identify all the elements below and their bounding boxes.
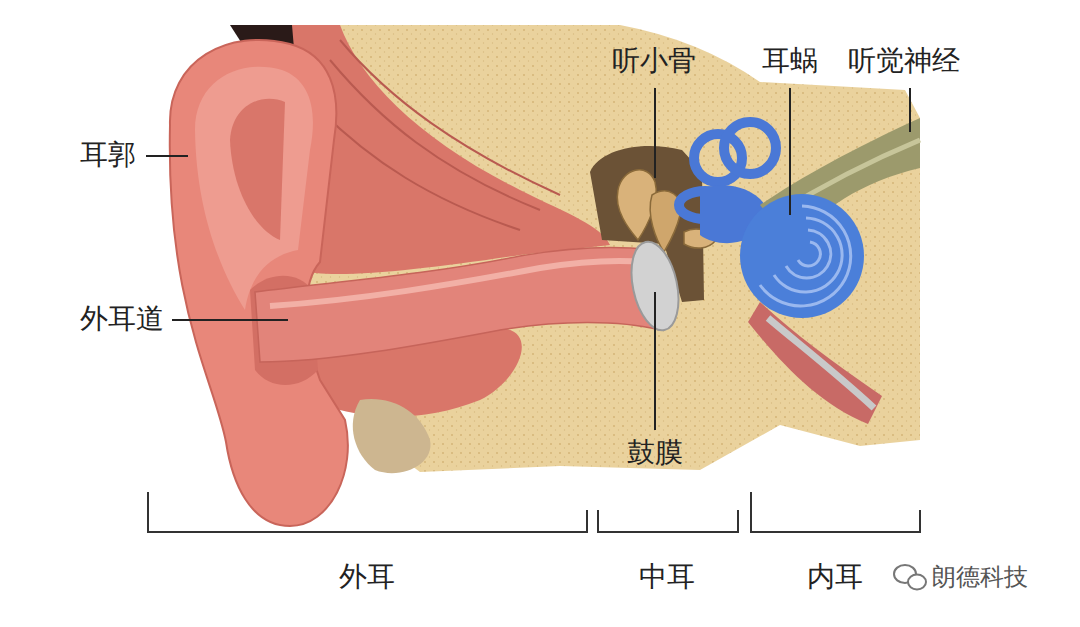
part-label: 听觉神经 <box>848 44 960 78</box>
mastoid <box>353 399 431 473</box>
eustachian-tube-wall <box>768 318 874 408</box>
region-brackets <box>148 492 920 532</box>
region-label: 中耳 <box>639 560 695 594</box>
auricle <box>170 40 348 526</box>
part-label: 外耳道 <box>80 302 164 336</box>
helix <box>195 67 313 310</box>
part-label: 鼓膜 <box>627 436 683 470</box>
cochlea <box>740 194 864 318</box>
region-label: 外耳 <box>339 560 395 594</box>
muscle <box>292 25 610 274</box>
leader-lines <box>146 88 910 430</box>
eustachian-tube <box>748 302 882 424</box>
cochlea-spiral <box>760 206 851 306</box>
fossa <box>230 99 285 240</box>
part-label: 耳郭 <box>80 138 136 172</box>
watermark: 朗德科技 <box>932 563 1028 592</box>
ear-canal <box>255 248 660 362</box>
part-label: 听小骨 <box>612 44 696 78</box>
part-label: 耳蜗 <box>762 44 818 78</box>
wechat-icon <box>894 565 926 590</box>
ear-canal-highlight <box>270 261 645 306</box>
region-label: 内耳 <box>807 560 863 594</box>
muscle-fibre <box>320 40 560 230</box>
